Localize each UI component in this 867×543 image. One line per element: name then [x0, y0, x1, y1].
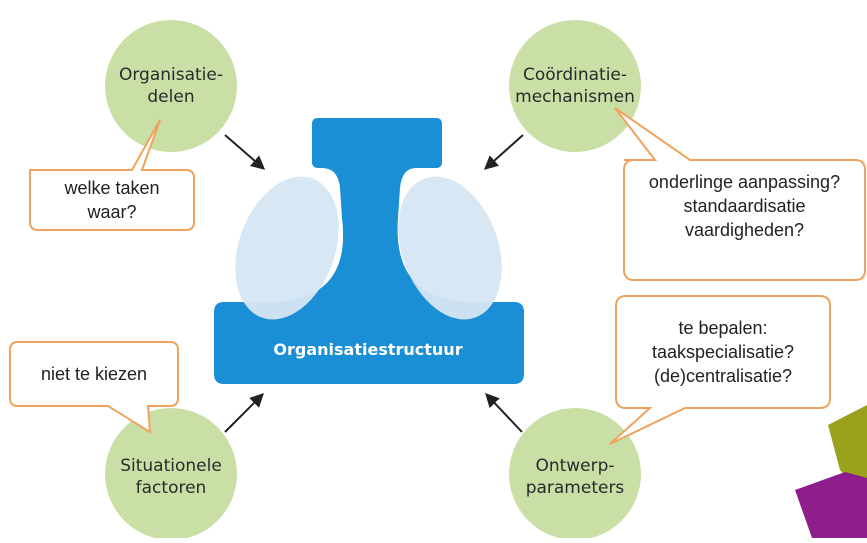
arrow-top-right — [483, 134, 524, 170]
callout-bottom-left — [9, 341, 179, 434]
circle-label-line: Coördinatie- — [522, 65, 628, 85]
circle-organisatiedelen — [105, 20, 237, 152]
callout-line: niet te kiezen — [40, 364, 148, 384]
circle-label-coordinatiemechanismen: Coördinatie- mechanismen — [515, 64, 635, 108]
callout-line: standaardisatie — [683, 196, 806, 216]
circle-situationele-factoren — [105, 408, 237, 540]
circle-label-organisatiedelen: Organisatie- delen — [111, 64, 231, 108]
arrow-bottom-left — [224, 393, 264, 433]
decor-purple-shape — [795, 472, 867, 538]
circle-ontwerpparameters — [509, 408, 641, 540]
circle-label-line: delen — [147, 87, 195, 107]
callout-top-right — [614, 107, 866, 281]
organisation-structure-shape — [214, 118, 524, 384]
circle-label-line: Ontwerp- — [535, 456, 615, 476]
callout-bottom-right — [609, 295, 831, 445]
callout-line: taakspecialisatie? — [651, 342, 795, 362]
callout-line: waar? — [87, 202, 137, 222]
callout-text-bottom-left: niet te kiezen — [10, 362, 178, 386]
circle-label-ontwerpparameters: Ontwerp- parameters — [515, 455, 635, 499]
callout-line: te bepalen: — [678, 318, 768, 338]
arrow-top-left — [224, 134, 266, 170]
callout-top-left — [29, 119, 195, 231]
circle-coordinatiemechanismen — [509, 20, 641, 152]
callout-line: onderlinge aanpassing? — [648, 172, 841, 192]
callout-line: welke taken — [64, 178, 160, 198]
circle-label-line: Situationele — [120, 456, 222, 476]
circle-label-line: factoren — [135, 478, 207, 498]
circle-label-line: parameters — [525, 478, 625, 498]
callout-text-top-left: welke taken waar? — [30, 176, 194, 224]
center-label: Organisatiestructuur — [273, 340, 463, 359]
callout-line: (de)centralisatie? — [653, 366, 793, 386]
circle-label-line: Organisatie- — [118, 65, 224, 85]
arrow-bottom-right — [485, 392, 523, 433]
circle-label-situationele-factoren: Situationele factoren — [111, 455, 231, 499]
callout-line: vaardigheden? — [684, 220, 805, 240]
circle-label-line: mechanismen — [515, 87, 635, 107]
right-lobe — [398, 176, 502, 320]
callout-text-bottom-right: te bepalen: taakspecialisatie? (de)centr… — [616, 316, 830, 388]
left-lobe — [235, 176, 339, 320]
callout-text-top-right: onderlinge aanpassing? standaardisatie v… — [624, 170, 865, 242]
